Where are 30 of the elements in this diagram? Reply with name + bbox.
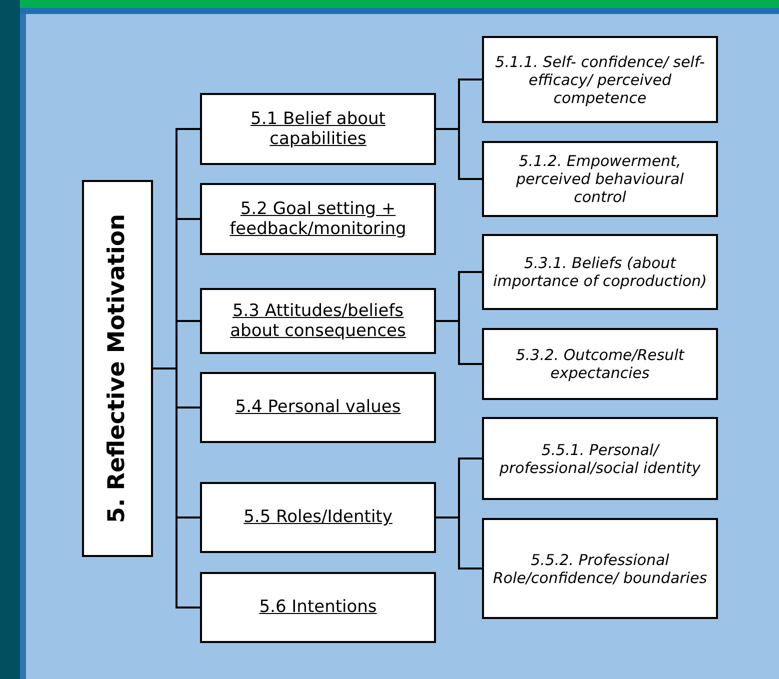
connector-line: [436, 516, 482, 570]
box-label: 5.3.2. Outcome/Result expectancies: [514, 346, 686, 382]
box-label: 5.3.1. Beliefs (about importance of coproduction): [492, 254, 708, 290]
box-label: 5.5.1. Personal/ professional/social identity: [498, 440, 702, 476]
item-box: [482, 417, 718, 500]
box-label: 5.5 Roles/Identity: [244, 507, 392, 528]
connector-line: [436, 128, 482, 180]
connector-line: [153, 368, 200, 608]
item-box: [482, 141, 718, 217]
box-label: 5.1.1. Self- confidence/ self-efficacy/ perceived competence: [494, 52, 706, 106]
item-box: [200, 482, 436, 553]
item-box: [200, 183, 436, 255]
box-label: 5.6 Intentions: [259, 597, 377, 618]
box-label: 5.4 Personal values: [235, 397, 401, 418]
box-label: 5.1 Belief about capabilities: [250, 108, 386, 150]
item-box: [482, 36, 718, 123]
item-box: [200, 93, 436, 165]
box-label: 5. Reflective Motivation: [104, 214, 131, 523]
box-label: 5.2 Goal setting + feedback/monitoring: [228, 198, 408, 240]
category-box: [82, 180, 153, 557]
item-box: [200, 288, 436, 354]
item-box: [482, 518, 718, 619]
item-box: [200, 572, 436, 643]
item-box: [482, 328, 718, 400]
box-label: 5.1.2. Empowerment, perceived behavioural control: [515, 152, 685, 206]
item-box: [200, 372, 436, 443]
box-label: 5.5.2. Professional Role/confidence/ boundaries: [492, 550, 708, 586]
box-label: 5.3 Attitudes/beliefs about consequences: [229, 300, 407, 342]
connector-line: [436, 320, 482, 365]
item-box: [482, 234, 718, 310]
